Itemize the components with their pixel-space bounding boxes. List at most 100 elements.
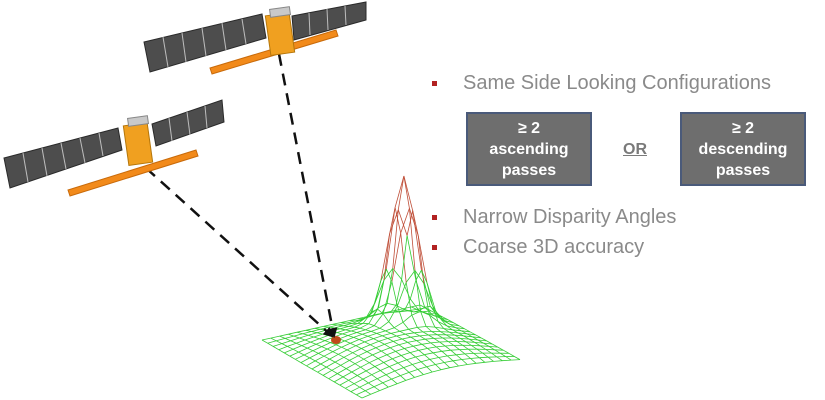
mesh-line <box>374 362 384 367</box>
mesh-line <box>432 305 439 322</box>
mesh-line <box>356 394 363 399</box>
mesh-line <box>479 356 489 359</box>
mesh-line <box>350 391 357 396</box>
mesh-line <box>503 349 510 354</box>
mesh-line <box>292 348 299 353</box>
mesh-line <box>470 357 480 359</box>
mesh-line <box>384 341 394 345</box>
mesh-line <box>420 361 427 368</box>
mesh-line <box>346 363 356 369</box>
mesh-line <box>359 323 369 329</box>
mesh-line <box>339 335 349 340</box>
mesh-line <box>403 175 410 209</box>
mesh-line <box>354 322 364 328</box>
mesh-line <box>382 333 392 337</box>
mesh-line <box>458 364 468 367</box>
bullet-text: Coarse 3D accuracy <box>463 236 645 258</box>
mesh-line <box>419 304 426 309</box>
mesh-line <box>455 327 465 330</box>
mesh-line <box>426 326 435 328</box>
mesh-line <box>453 345 460 350</box>
mesh-line <box>343 356 350 361</box>
mesh-line <box>409 208 419 236</box>
mesh-line <box>303 354 310 359</box>
mesh-line <box>418 306 425 311</box>
mesh-line <box>377 354 388 359</box>
mesh-line <box>412 364 419 370</box>
mesh-line <box>362 333 369 337</box>
mesh-line <box>499 352 506 357</box>
mesh-line <box>444 320 454 323</box>
mesh-line <box>276 340 283 344</box>
mesh-line <box>312 350 319 354</box>
mesh-line <box>318 353 325 357</box>
mesh-line <box>328 324 338 328</box>
mesh-line <box>432 352 439 358</box>
mesh-line <box>357 355 365 360</box>
mesh-line <box>364 390 372 395</box>
mesh-line <box>415 270 422 281</box>
mesh-line <box>336 332 343 335</box>
mesh-line <box>405 333 412 338</box>
mesh-line <box>350 342 357 347</box>
mesh-line <box>347 332 357 336</box>
mesh-line <box>407 342 414 347</box>
mesh-line <box>414 270 425 284</box>
mesh-line <box>284 338 291 342</box>
mesh-line <box>429 306 437 312</box>
mesh-line <box>475 334 482 339</box>
mesh-line <box>317 371 324 376</box>
mesh-line <box>373 313 384 326</box>
mesh-line <box>337 373 344 378</box>
bullet-marker <box>432 81 437 86</box>
mesh-line <box>311 363 321 370</box>
mesh-line <box>334 376 344 383</box>
mesh-line <box>326 361 336 368</box>
mesh-line <box>463 335 473 338</box>
mesh-line <box>391 232 402 282</box>
mesh-line <box>461 330 467 335</box>
mesh-line <box>443 328 453 331</box>
mesh-line <box>383 358 393 363</box>
mesh-line <box>442 337 449 342</box>
mesh-line <box>304 336 314 341</box>
mesh-line <box>305 329 312 332</box>
mesh-line <box>390 305 397 313</box>
mesh-line <box>361 344 371 349</box>
mesh-line <box>373 386 380 391</box>
mesh-line <box>403 175 414 211</box>
mesh-line <box>334 381 340 386</box>
mesh-line <box>345 387 352 392</box>
mesh-line <box>388 305 398 322</box>
mesh-line <box>279 333 289 337</box>
mesh-line <box>379 386 389 391</box>
mesh-line <box>400 375 407 381</box>
bullet-item: Narrow Disparity Angles <box>432 206 676 229</box>
mesh-line <box>354 363 361 368</box>
mesh-line <box>378 340 385 345</box>
mesh-line <box>424 338 432 344</box>
mesh-line <box>323 326 330 328</box>
mesh-line <box>334 361 341 366</box>
mesh-line <box>411 311 421 316</box>
mesh-line <box>346 349 353 354</box>
mesh-line <box>389 207 396 234</box>
mesh-line <box>430 341 440 344</box>
mesh-line <box>339 384 346 389</box>
mesh-line <box>368 323 375 326</box>
mesh-line <box>334 325 344 329</box>
mesh-line <box>353 383 360 388</box>
mesh-line <box>421 343 428 349</box>
mesh-line <box>356 329 366 333</box>
mesh-line <box>417 369 424 375</box>
mesh-line <box>414 331 423 334</box>
mesh-line <box>362 374 372 380</box>
mesh-line <box>468 338 475 343</box>
mesh-line <box>376 330 386 334</box>
mesh-line <box>439 341 446 347</box>
mesh-line <box>355 319 361 322</box>
mesh-line <box>308 334 314 338</box>
mesh-line <box>352 352 359 357</box>
mesh-line <box>284 335 295 339</box>
mesh-line <box>417 326 427 328</box>
